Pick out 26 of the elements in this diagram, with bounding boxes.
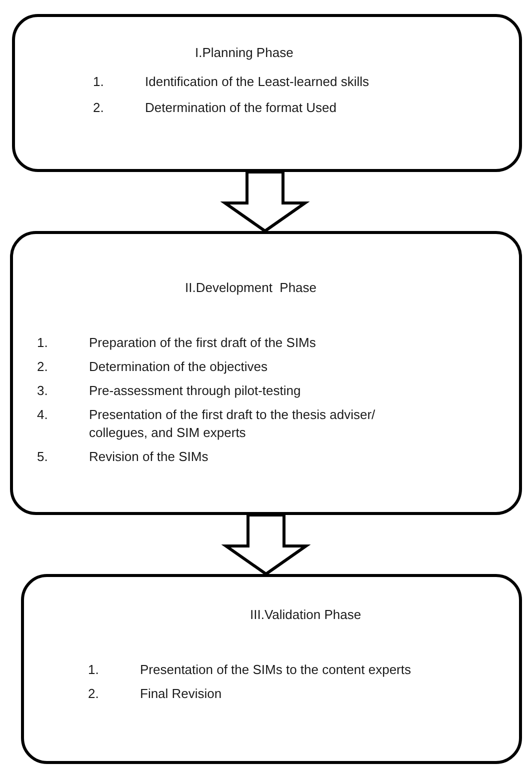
list-number: 1.: [88, 661, 100, 679]
list-number: 4.: [37, 406, 49, 424]
list-number: 2.: [88, 685, 100, 703]
list-number: 1.: [93, 73, 105, 91]
list-number: 1.: [37, 334, 49, 352]
list-item: Revision of the SIMs: [89, 448, 210, 466]
list-item: Determination of the format Used: [145, 99, 338, 117]
phase-heading: II.Development Phase: [185, 280, 317, 295]
list-number: 2.: [37, 358, 49, 376]
list-number: 2.: [93, 99, 105, 117]
phase-box: [21, 574, 522, 764]
list-number: 3.: [37, 382, 49, 400]
list-item: Presentation of the SIMs to the content experts: [140, 661, 412, 679]
phase-heading: I.Planning Phase: [195, 45, 294, 60]
list-item: Preparation of the first draft of the SIMs: [89, 334, 317, 352]
list-item: Pre-assessment through pilot-testing: [89, 382, 302, 400]
phase-heading: III.Validation Phase: [250, 607, 362, 622]
list-item: Final Revision: [140, 685, 223, 703]
list-number: 5.: [37, 448, 49, 466]
phase-box: [12, 14, 522, 172]
phase-box: [10, 231, 522, 515]
list-item: Identification of the Least-learned skills: [145, 73, 370, 91]
block-arrow: [221, 514, 311, 576]
block-arrow: [220, 170, 310, 233]
list-item: Presentation of the first draft to the thesis adviser/ collegues, and SIM experts: [89, 406, 376, 442]
list-item: Determination of the objectives: [89, 358, 268, 376]
